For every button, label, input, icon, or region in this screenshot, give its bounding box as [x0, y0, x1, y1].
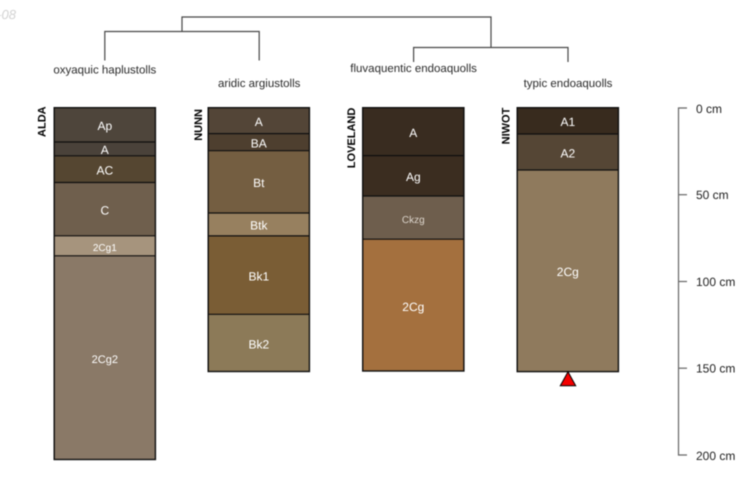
svg-text:fluvaquentic endoaquolls: fluvaquentic endoaquolls [350, 63, 477, 75]
svg-text:C: C [100, 203, 109, 217]
svg-text:oxyaquic haplustolls: oxyaquic haplustolls [53, 64, 156, 76]
svg-text:NUNN: NUNN [193, 109, 205, 141]
svg-text:-08: -08 [0, 7, 17, 22]
svg-text:2Cg2: 2Cg2 [92, 354, 118, 366]
svg-text:BA: BA [251, 136, 267, 150]
svg-text:A2: A2 [560, 146, 575, 160]
svg-text:Bk1: Bk1 [248, 269, 269, 283]
svg-text:100 cm: 100 cm [696, 275, 735, 289]
svg-text:AC: AC [96, 164, 113, 178]
svg-text:Ckzg: Ckzg [402, 215, 425, 226]
svg-text:Btk: Btk [250, 219, 268, 233]
svg-text:Bt: Bt [253, 176, 265, 190]
svg-text:NIWOT: NIWOT [501, 107, 513, 144]
svg-text:A: A [101, 143, 109, 157]
svg-text:2Cg: 2Cg [402, 300, 424, 314]
svg-text:50 cm: 50 cm [696, 188, 729, 202]
svg-text:0 cm: 0 cm [696, 102, 722, 116]
svg-text:200 cm: 200 cm [696, 449, 735, 463]
svg-text:150 cm: 150 cm [696, 362, 735, 376]
svg-text:A: A [255, 115, 263, 129]
svg-text:2Cg1: 2Cg1 [93, 243, 117, 254]
svg-text:A: A [409, 126, 417, 140]
svg-text:ALDA: ALDA [36, 106, 48, 137]
svg-text:aridic argiustolls: aridic argiustolls [218, 78, 301, 90]
svg-text:Ag: Ag [406, 170, 421, 184]
svg-text:Ap: Ap [97, 119, 112, 133]
svg-text:Bk2: Bk2 [248, 338, 269, 352]
svg-text:LOVELAND: LOVELAND [346, 108, 358, 169]
svg-text:A1: A1 [560, 115, 575, 129]
svg-text:2Cg: 2Cg [557, 265, 579, 279]
svg-text:typic endoaquolls: typic endoaquolls [524, 78, 613, 90]
